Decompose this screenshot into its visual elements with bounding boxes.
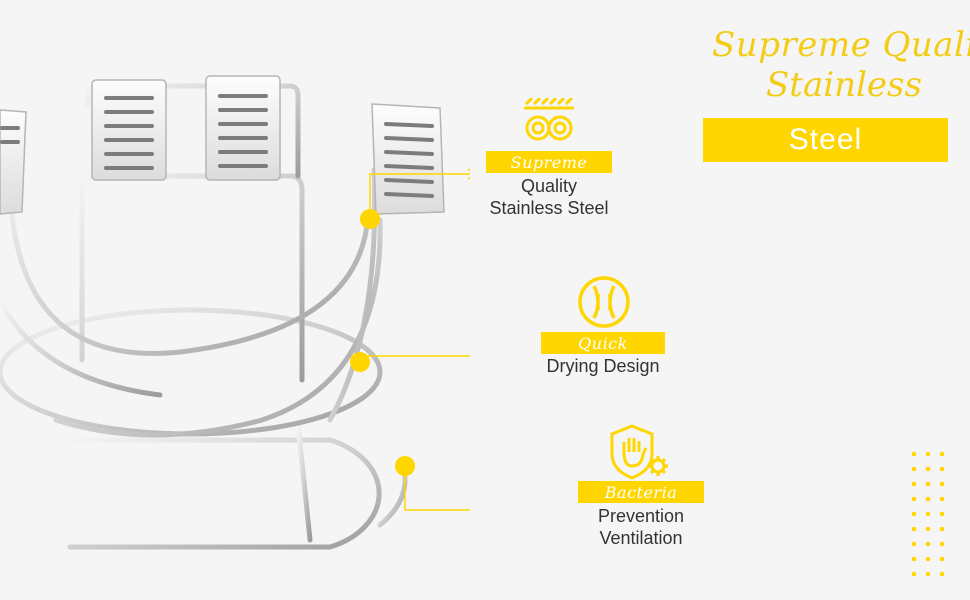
bacteria-shield-icon [610, 424, 668, 480]
feature-text-stainless-steel: Stainless Steel [489, 198, 609, 218]
decor-dot [939, 511, 945, 517]
decor-dot [911, 556, 917, 562]
steel-banner: Steel [703, 118, 948, 162]
feature-tag-supreme: Supreme [486, 151, 612, 173]
decor-dot [925, 541, 931, 547]
decor-dot [939, 571, 945, 577]
feature-text-ventilation: Ventilation [599, 528, 683, 548]
decor-dot [925, 481, 931, 487]
feature-text-drying-design: Drying Design [546, 356, 660, 376]
heading-line-1: Supreme Quality [712, 25, 970, 65]
decor-dot [911, 571, 917, 577]
quick-dry-icon [578, 276, 630, 328]
decor-dot [925, 556, 931, 562]
decor-dot [939, 451, 945, 457]
knife-stand-image [0, 75, 470, 551]
decor-dot [925, 526, 931, 532]
decor-dot [939, 496, 945, 502]
decor-dot [911, 541, 917, 547]
stainless-steel-icon [524, 98, 574, 141]
feature-text-quality: Quality [520, 176, 578, 196]
decor-dot [911, 526, 917, 532]
decor-dot [925, 496, 931, 502]
feature-tag-quick: Quick [541, 332, 665, 354]
decor-dot [925, 511, 931, 517]
decor-dot [939, 526, 945, 532]
decor-dot [939, 556, 945, 562]
decor-dot [939, 481, 945, 487]
decor-dot [911, 496, 917, 502]
decor-dot [939, 541, 945, 547]
decor-dot [911, 451, 917, 457]
decor-dot [925, 451, 931, 457]
decor-dot [911, 511, 917, 517]
decor-dot [925, 571, 931, 577]
decor-dot [925, 466, 931, 472]
heading-line-2: Stainless [766, 65, 922, 105]
feature-tag-bacteria: Bacteria [578, 481, 704, 503]
decor-dot [939, 466, 945, 472]
decor-dot [911, 481, 917, 487]
decor-dot [911, 466, 917, 472]
feature-text-prevention: Prevention [597, 506, 685, 526]
dot-grid-decoration [911, 451, 945, 577]
